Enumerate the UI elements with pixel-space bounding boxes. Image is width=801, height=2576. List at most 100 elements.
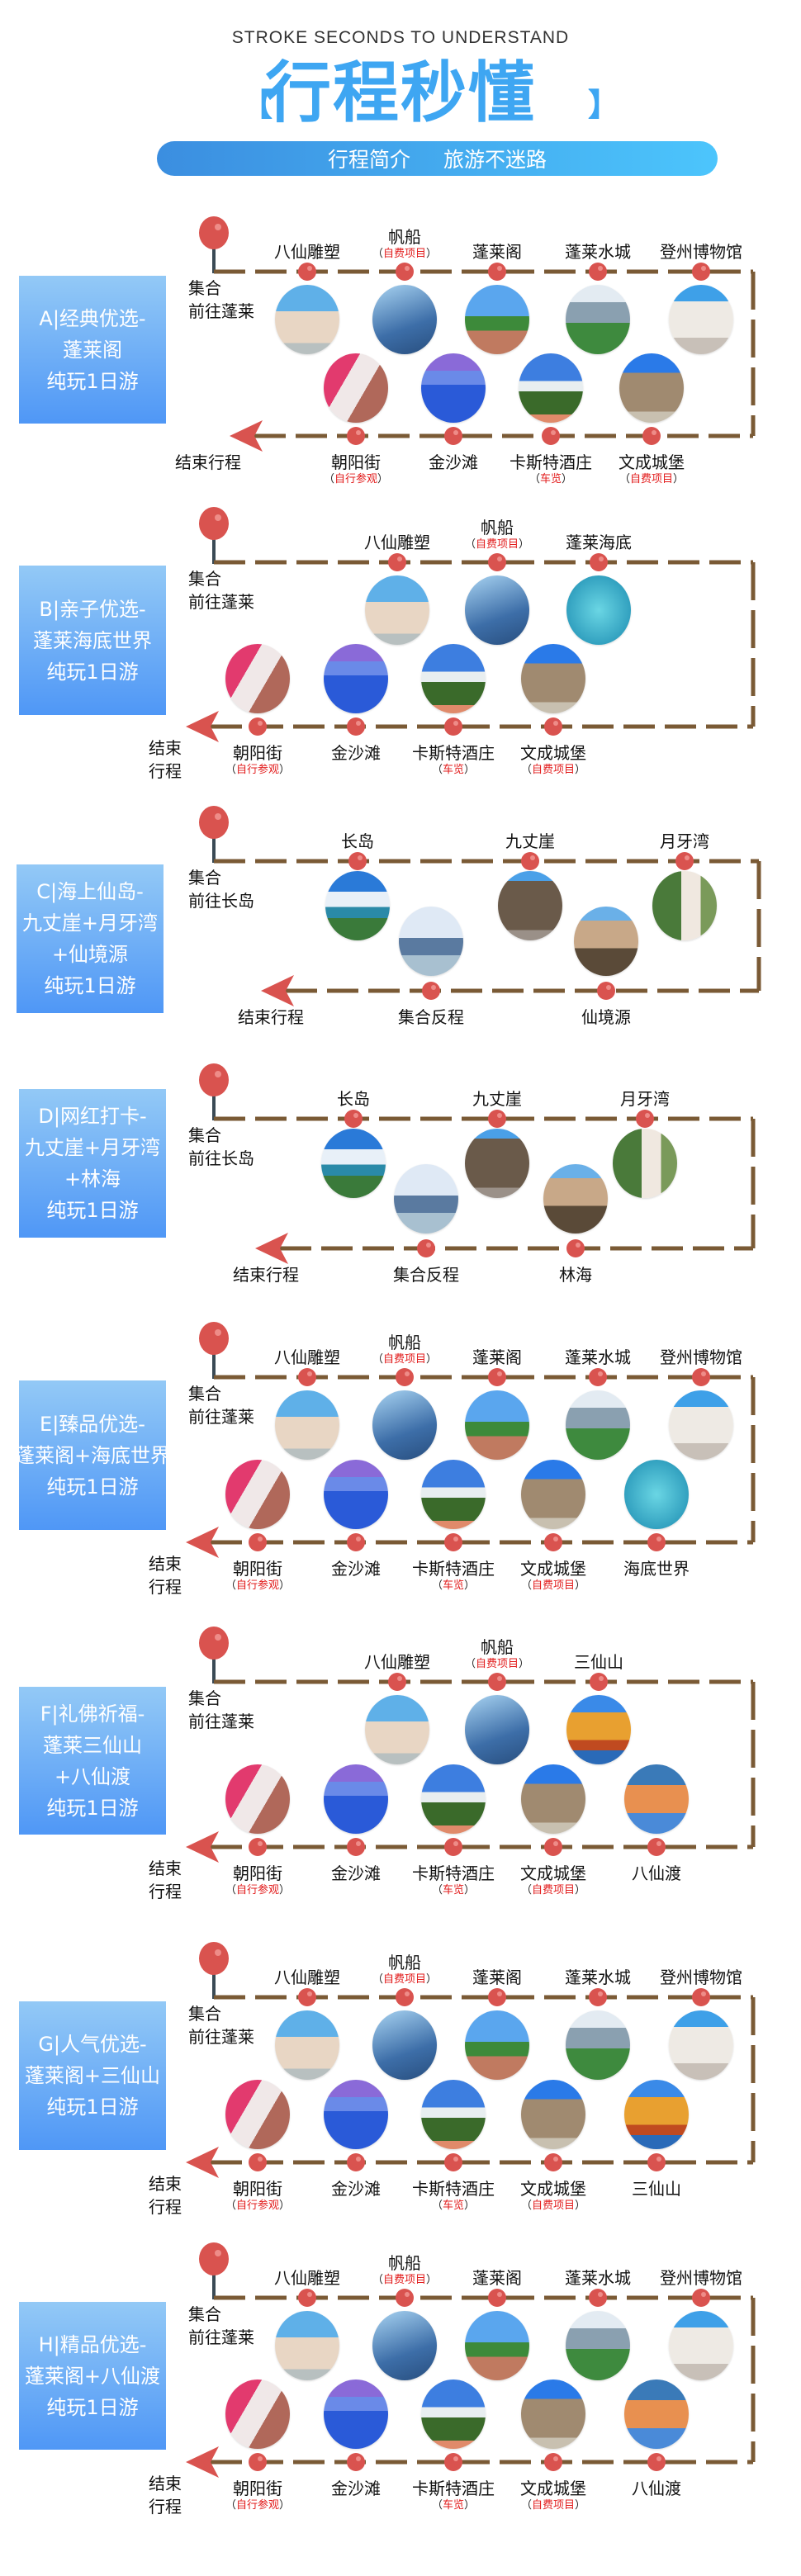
stop-label: 八仙雕塑 xyxy=(249,242,365,262)
stop-name: 三仙山 xyxy=(632,2179,681,2199)
stop-dot-highlight xyxy=(356,430,361,435)
stop-dot-highlight xyxy=(497,266,502,271)
penglaige-photo xyxy=(465,2311,529,2380)
stop-name: 仙境源 xyxy=(581,1007,631,1027)
stop-dot-highlight xyxy=(652,430,656,435)
stop-name: 金沙滩 xyxy=(331,1559,381,1579)
end-label: 结束行程 xyxy=(149,2474,182,2517)
pin-highlight xyxy=(215,1329,221,1336)
stop-dot-highlight xyxy=(553,2157,558,2162)
stop-dot-highlight xyxy=(598,266,603,271)
stop-name: 集合反程 xyxy=(393,1265,459,1285)
stop-name: 文成城堡 xyxy=(520,2179,586,2199)
end-arrow-icon xyxy=(186,711,219,742)
stop-label: 朝阳街（自行参观） xyxy=(200,2179,315,2214)
stop-name: 海底世界 xyxy=(623,1559,690,1579)
chaoyang-photo xyxy=(225,2379,290,2449)
stop-label: 朝阳街（自行参观） xyxy=(200,1559,315,1593)
note-text: 车览 xyxy=(442,1884,464,1896)
stop-dot xyxy=(590,1673,608,1691)
stop-dot-highlight xyxy=(553,1537,558,1541)
stop-label: 金沙滩 xyxy=(298,743,414,763)
note-text: 自费项目 xyxy=(475,1658,519,1670)
stop-label: 卡斯特酒庄（车览） xyxy=(396,2479,511,2513)
stop-dot xyxy=(444,2453,462,2471)
note-text: 车览 xyxy=(442,2200,464,2212)
xianjingyuan-photo xyxy=(574,907,638,976)
stop-dot xyxy=(590,553,608,571)
stop-dot xyxy=(249,1838,267,1856)
meeting-point-label: 集合前往蓬莱 xyxy=(188,277,254,323)
stop-note: （车览） xyxy=(431,1579,476,1592)
meeting-point-label: 集合前往蓬莱 xyxy=(188,2002,254,2048)
stop-label: 文成城堡（自费项目） xyxy=(495,1863,611,1898)
end-arrow-icon xyxy=(186,1831,219,1863)
stop-name: 登州博物馆 xyxy=(660,1347,742,1367)
stop-label: 卡斯特酒庄（车览） xyxy=(396,743,511,778)
stop-dot xyxy=(249,717,267,736)
itinerary-title-box: G|人气优选-蓬莱阁+三仙山纯玩1日游 xyxy=(19,2001,166,2150)
itinerary-title-box: E|臻品优选-蓬莱阁+海底世界纯玩1日游 xyxy=(15,1380,170,1530)
wencheng-photo xyxy=(521,1764,585,1834)
note-text: 车览 xyxy=(539,473,562,485)
stop-note: （车览） xyxy=(431,2499,476,2512)
title-line: 纯玩1日游 xyxy=(44,974,136,997)
ferry-photo xyxy=(394,1164,458,1234)
winery-photo xyxy=(421,644,486,713)
stop-dot xyxy=(544,1838,562,1856)
note-text: 自费项目 xyxy=(531,1579,575,1592)
meet-line: 前往蓬莱 xyxy=(188,592,254,612)
stop-label: 金沙滩 xyxy=(396,452,511,472)
note-text: 自行参观 xyxy=(235,1579,279,1592)
stop-dot-highlight xyxy=(453,2456,458,2461)
stop-label: 登州博物馆 xyxy=(643,1347,759,1367)
museum-photo xyxy=(669,1390,733,1460)
pin-highlight xyxy=(215,224,221,230)
stop-dot-highlight xyxy=(497,556,502,561)
stop-dot xyxy=(488,1368,506,1386)
stop-dot xyxy=(692,1368,710,1386)
stop-dot-highlight xyxy=(307,1371,312,1376)
stop-label: 文成城堡（自费项目） xyxy=(495,1559,611,1593)
stop-dot xyxy=(589,2289,607,2307)
title-line: 蓬莱阁+三仙山 xyxy=(24,2064,161,2087)
stop-note: （自费项目） xyxy=(520,1579,586,1592)
stop-label: 帆船（自费项目） xyxy=(439,1637,555,1672)
itinerary-title-box: C|海上仙岛-九丈崖+月牙湾+仙境源纯玩1日游 xyxy=(17,864,164,1013)
stop-dot xyxy=(347,427,365,445)
meet-line: 集合 xyxy=(188,1125,221,1145)
itinerary-title-box: H|精品优选-蓬莱阁+八仙渡纯玩1日游 xyxy=(19,2302,166,2450)
stop-dot xyxy=(347,717,365,736)
stop-dot xyxy=(647,1838,666,1856)
title-line: E|臻品优选- xyxy=(40,1412,145,1436)
yueyawan-photo xyxy=(613,1129,677,1198)
title-line: 纯玩1日游 xyxy=(46,369,139,393)
note-text: 车览 xyxy=(442,764,464,776)
stop-dot-highlight xyxy=(405,2292,410,2297)
title-line: +仙境源 xyxy=(51,943,129,966)
stop-name: 卡斯特酒庄 xyxy=(412,2479,495,2498)
stop-dot xyxy=(298,1368,316,1386)
stop-dot xyxy=(636,1110,654,1128)
end-label: 结束行程 xyxy=(149,738,182,781)
stop-note: （自费项目） xyxy=(372,1973,438,1986)
meet-line: 前往长岛 xyxy=(188,1148,254,1168)
stop-label: 蓬莱海底 xyxy=(541,533,656,552)
stop-note: （自费项目） xyxy=(372,2274,438,2286)
stop-label: 仙境源 xyxy=(548,1007,664,1027)
stop-label: 蓬莱阁 xyxy=(439,1347,555,1367)
jinshatan-photo xyxy=(324,2379,388,2449)
stop-dot-highlight xyxy=(701,2292,706,2297)
stop-label: 朝阳街（自行参观） xyxy=(298,452,414,487)
watercity-photo xyxy=(566,1390,630,1460)
stop-dot-highlight xyxy=(258,721,263,726)
chaoyang-photo xyxy=(225,1764,290,1834)
stop-note: （自行参观） xyxy=(225,1884,291,1896)
end-label: 结束行程 xyxy=(149,1554,182,1597)
stop-dot xyxy=(488,1110,506,1128)
meeting-point-label: 集合前往蓬莱 xyxy=(188,567,254,613)
stop-dot xyxy=(566,1239,585,1257)
meet-line: 前往蓬莱 xyxy=(188,2327,254,2347)
stop-name: 八仙渡 xyxy=(632,1863,681,1883)
stop-dot-highlight xyxy=(553,2456,558,2461)
